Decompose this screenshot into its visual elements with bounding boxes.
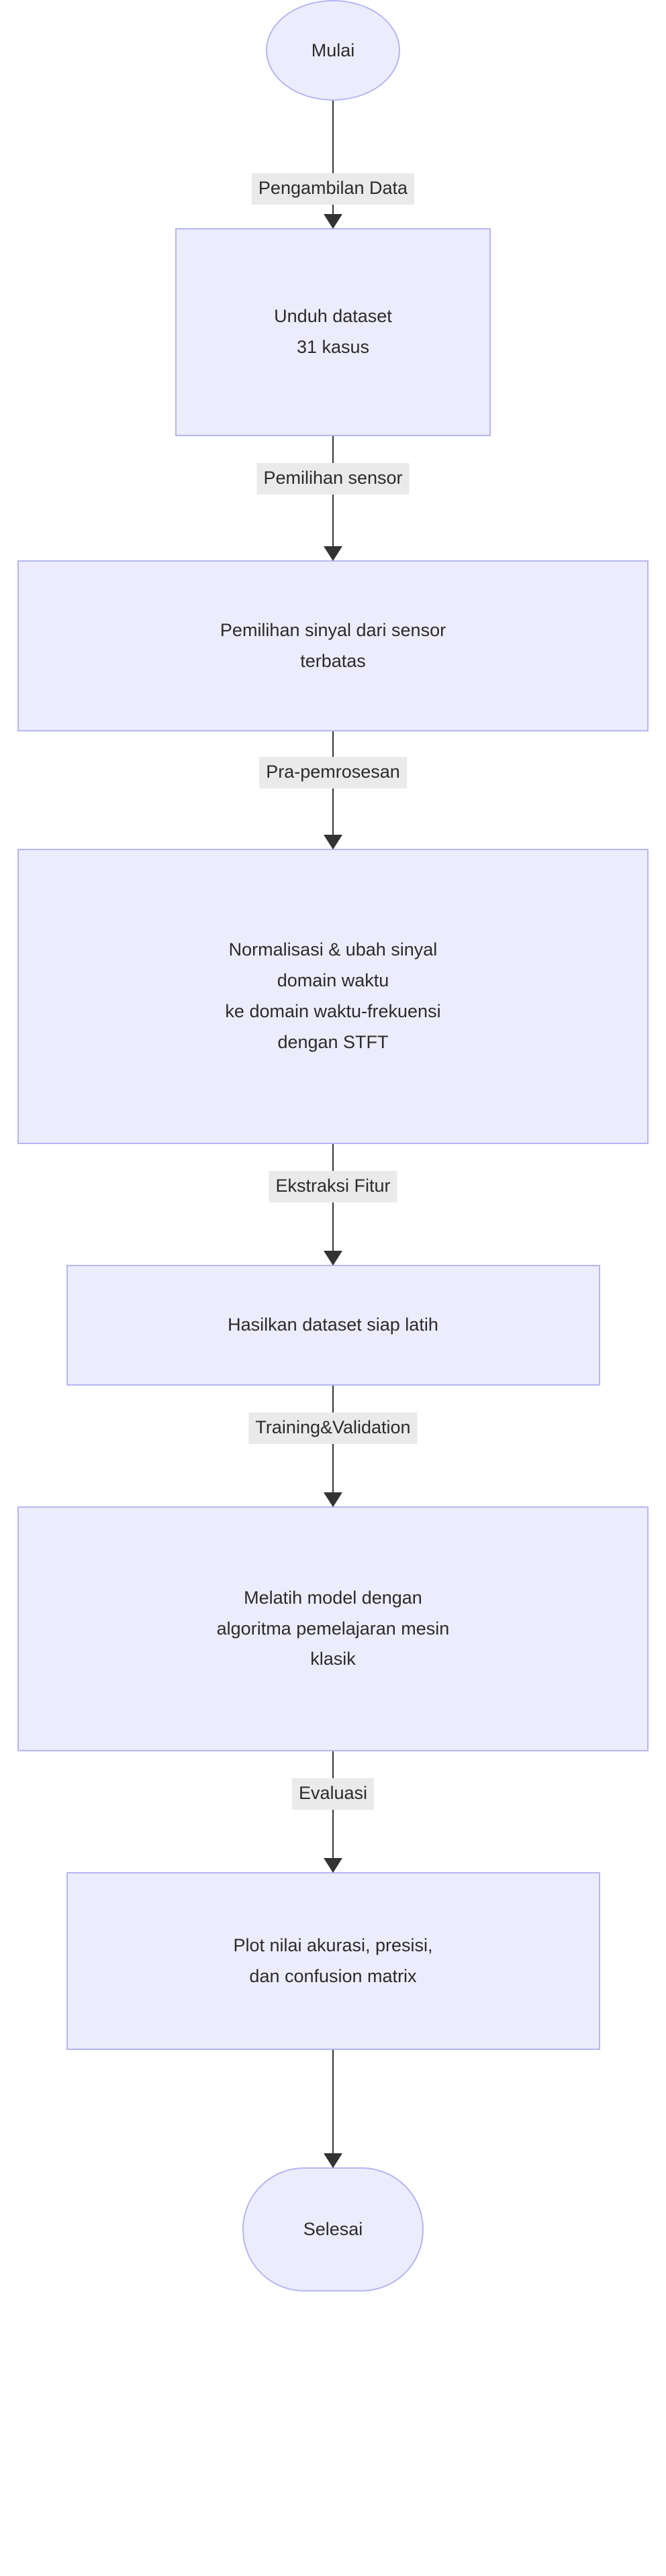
- edge-line: [332, 436, 334, 560]
- edge-label-pemilihan-sensor: Pemilihan sensor: [256, 463, 410, 495]
- node-plot-metrics-line-2: dan confusion matrix: [249, 1965, 417, 1986]
- arrowhead-icon: [324, 2153, 342, 2168]
- node-start[interactable]: Mulai: [266, 0, 400, 101]
- node-end[interactable]: Selesai: [242, 2167, 424, 2291]
- node-train-line-1: Melatih model dengan: [244, 1587, 422, 1608]
- node-select-signal[interactable]: Pemilihan sinyal dari sensor terbatas: [17, 560, 649, 731]
- node-plot-metrics[interactable]: Plot nilai akurasi, presisi, dan confusi…: [66, 1872, 600, 2050]
- edge-line: [332, 1386, 334, 1506]
- arrowhead-icon: [324, 546, 342, 561]
- edge-line: [332, 101, 334, 228]
- node-train-line-2: algoritma pemelajaran mesin: [216, 1618, 450, 1639]
- edge-label-ekstraksi-fitur: Ekstraksi Fitur: [269, 1171, 397, 1203]
- node-preprocess-line-3: ke domain waktu-frekuensi: [225, 1001, 441, 1021]
- arrowhead-icon: [324, 835, 342, 849]
- edge-line: [332, 2050, 334, 2167]
- node-download-line-2: 31 kasus: [296, 337, 370, 357]
- edge-download-to-select: Pemilihan sensor: [256, 436, 410, 561]
- node-end-label: Selesai: [303, 2219, 363, 2240]
- edge-preprocess-to-features: Ekstraksi Fitur: [269, 1144, 397, 1266]
- edge-start-to-download: Pengambilan Data: [251, 101, 415, 229]
- node-ready-dataset-text: Hasilkan dataset siap latih: [228, 1310, 438, 1341]
- edge-label-training-validation: Training&Validation: [248, 1412, 418, 1445]
- arrowhead-icon: [324, 1858, 342, 1873]
- node-download-line-1: Unduh dataset: [274, 306, 392, 327]
- node-download-text: Unduh dataset 31 kasus: [274, 301, 392, 363]
- edge-train-to-evaluate: Evaluasi: [291, 1751, 375, 1873]
- node-ready-dataset[interactable]: Hasilkan dataset siap latih: [66, 1265, 600, 1386]
- edge-label-pengambilan-data: Pengambilan Data: [251, 173, 415, 205]
- node-select-text: Pemilihan sinyal dari sensor terbatas: [220, 615, 446, 677]
- edge-evaluate-to-end: [324, 2050, 342, 2168]
- node-download-dataset[interactable]: Unduh dataset 31 kasus: [175, 228, 491, 436]
- edge-line: [332, 1144, 334, 1265]
- edge-line: [332, 1751, 334, 1872]
- node-train-line-3: klasik: [310, 1649, 356, 1669]
- node-ready-dataset-line-1: Hasilkan dataset siap latih: [228, 1315, 438, 1335]
- node-plot-metrics-text: Plot nilai akurasi, presisi, dan confusi…: [233, 1930, 432, 1992]
- edge-line: [332, 731, 334, 849]
- node-train-text: Melatih model dengan algoritma pemelajar…: [217, 1583, 450, 1676]
- node-preprocess-line-2: domain waktu: [277, 970, 389, 991]
- node-plot-metrics-line-1: Plot nilai akurasi, presisi,: [233, 1935, 433, 1955]
- arrowhead-icon: [324, 1492, 342, 1507]
- node-preprocess-stft[interactable]: Normalisasi & ubah sinyal domain waktu k…: [17, 849, 649, 1144]
- edge-select-to-preprocess: Pra-pemrosesan: [259, 731, 407, 849]
- node-select-line-1: Pemilihan sinyal dari sensor: [220, 619, 446, 640]
- node-preprocess-line-1: Normalisasi & ubah sinyal: [228, 939, 438, 960]
- node-train-model[interactable]: Melatih model dengan algoritma pemelajar…: [17, 1506, 649, 1751]
- arrowhead-icon: [324, 214, 342, 229]
- edge-label-evaluasi: Evaluasi: [291, 1778, 375, 1810]
- flowchart-column: Mulai Pengambilan Data Unduh dataset 31 …: [17, 0, 649, 2291]
- node-preprocess-text: Normalisasi & ubah sinyal domain waktu k…: [225, 935, 440, 1058]
- node-preprocess-line-4: dengan STFT: [277, 1031, 389, 1052]
- node-select-line-2: terbatas: [300, 650, 366, 671]
- edge-label-pra-pemrosesan: Pra-pemrosesan: [259, 757, 407, 789]
- arrowhead-icon: [324, 1251, 342, 1266]
- edge-features-to-train: Training&Validation: [248, 1386, 418, 1507]
- node-start-label: Mulai: [311, 40, 355, 60]
